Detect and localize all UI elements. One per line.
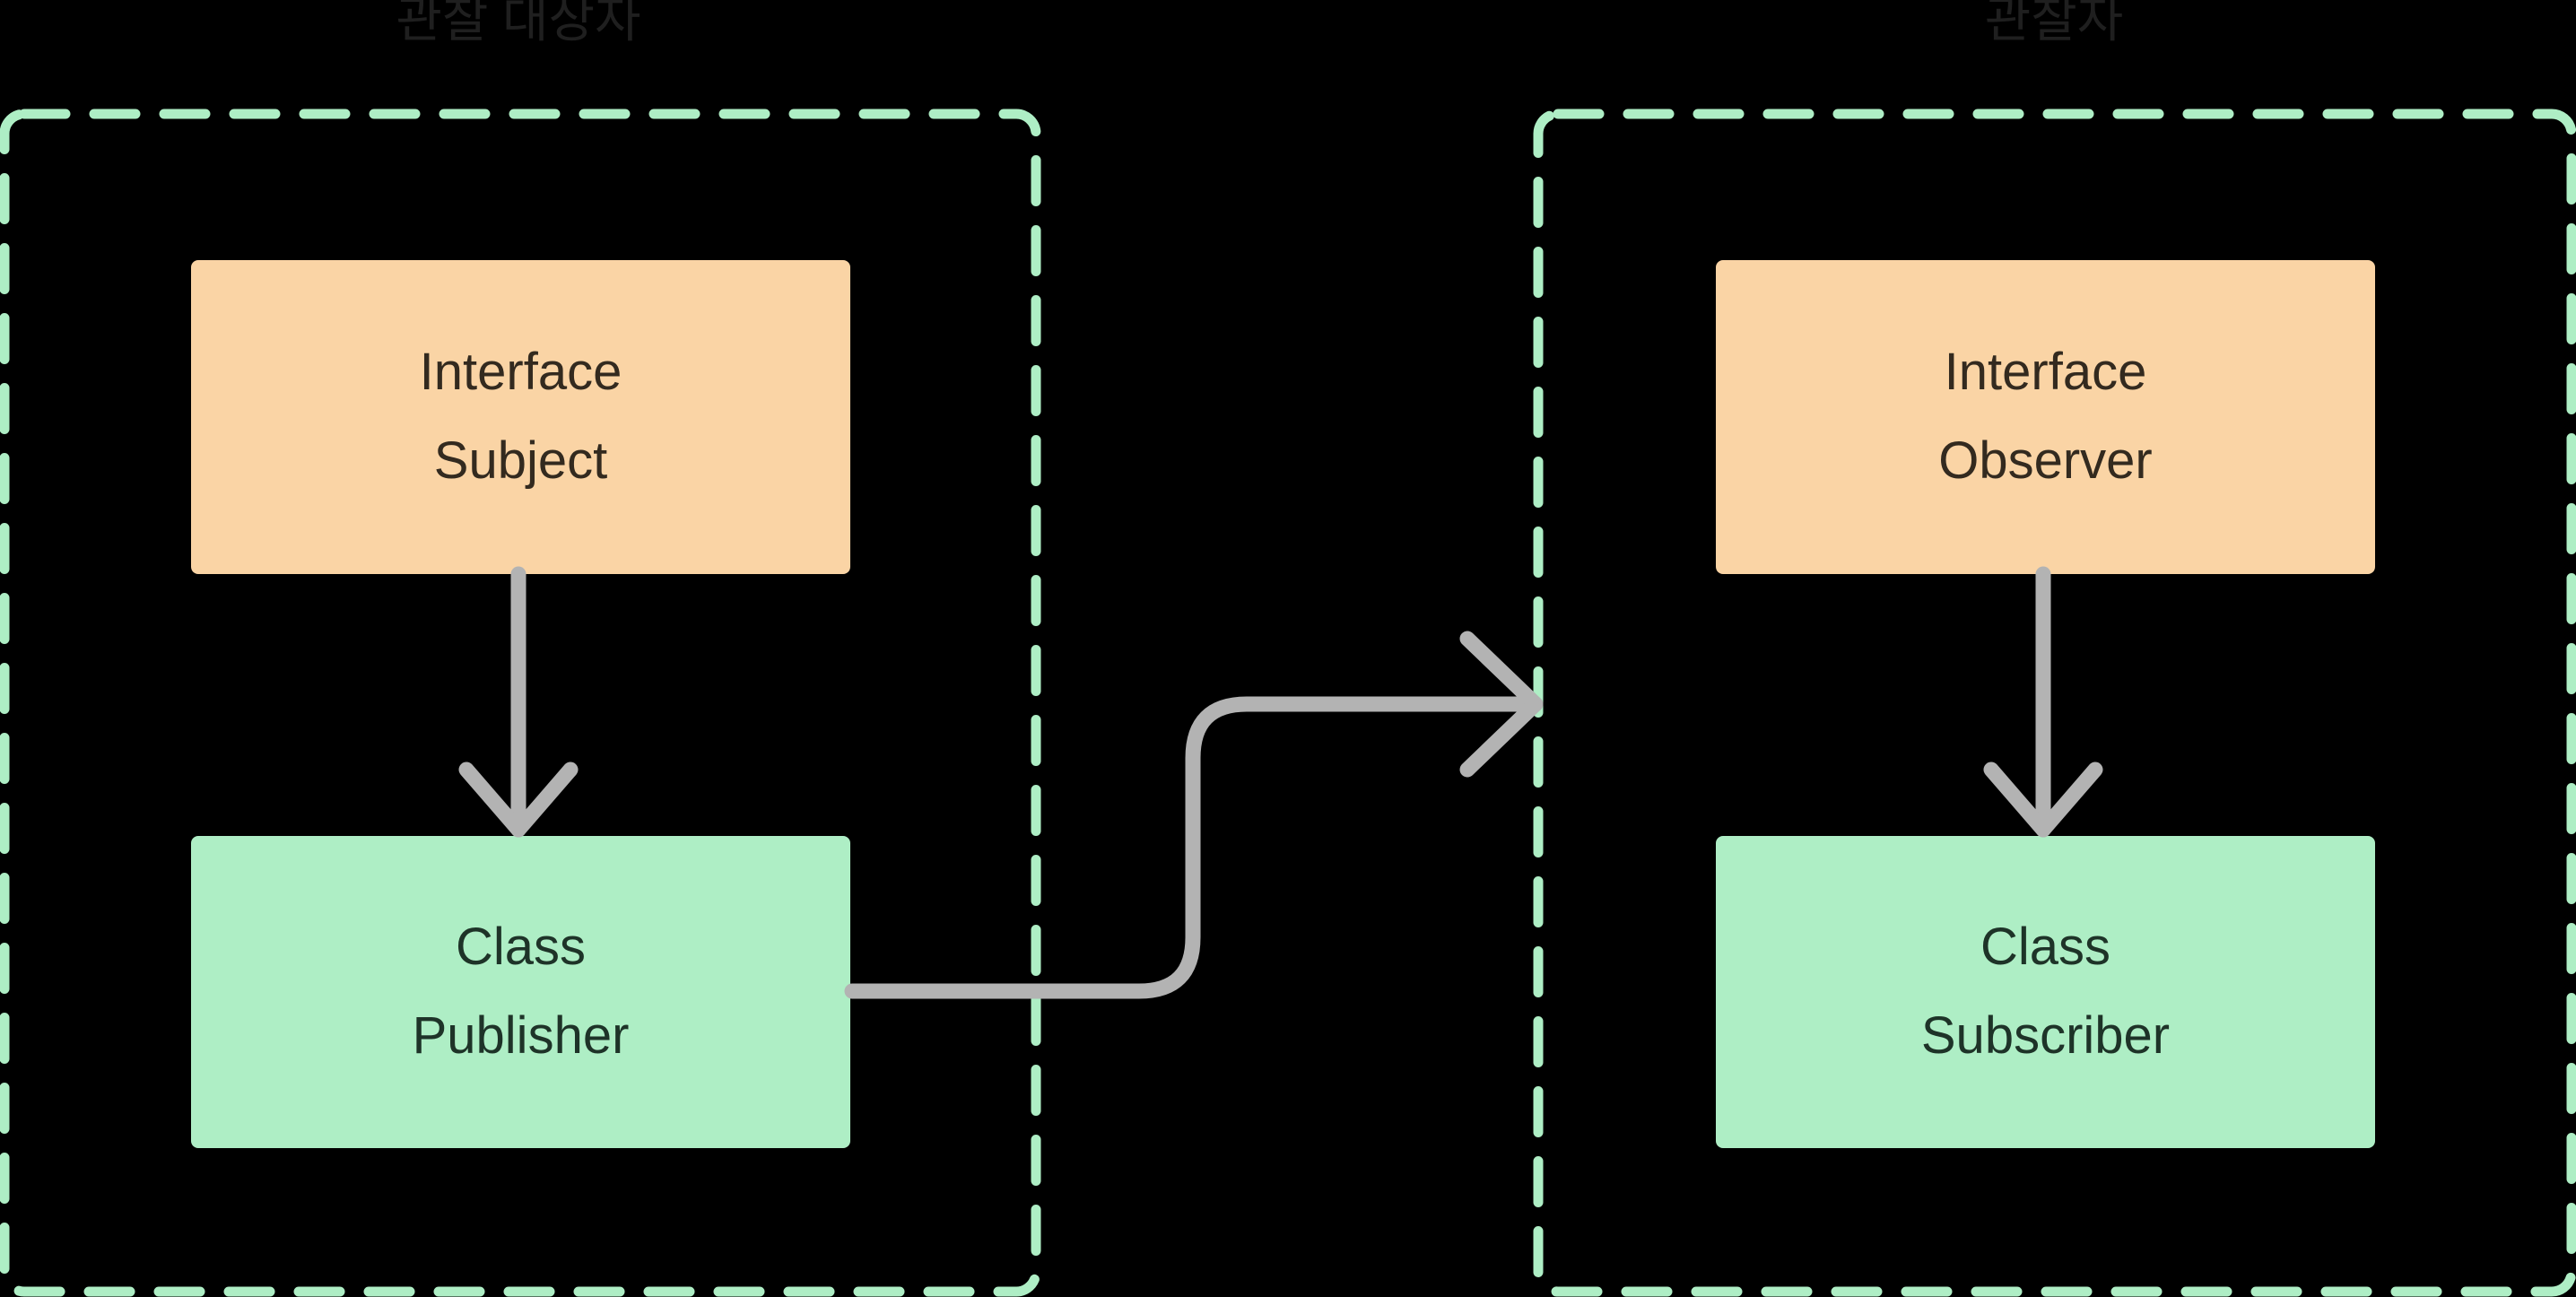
node-line-secondary: Publisher xyxy=(412,1006,630,1065)
node-line-primary: Class xyxy=(455,918,587,977)
group-title-observed-subject: 관찰 대상자 xyxy=(396,0,641,48)
node-interface-observer[interactable]: Interface Observer xyxy=(1716,260,2375,574)
node-line-primary: Interface xyxy=(1944,343,2147,402)
node-line-secondary: Subject xyxy=(433,431,608,490)
node-line-primary: Interface xyxy=(419,343,622,402)
node-interface-subject[interactable]: Interface Subject xyxy=(191,260,850,574)
connector-publisher-to-observer xyxy=(844,631,1544,999)
node-class-subscriber[interactable]: Class Subscriber xyxy=(1716,836,2375,1148)
connector-observer-to-subscriber xyxy=(1983,566,2103,838)
node-line-secondary: Subscriber xyxy=(1920,1006,2171,1065)
node-line-secondary: Observer xyxy=(1938,431,2153,490)
connector-subject-to-publisher xyxy=(458,566,579,838)
node-class-publisher[interactable]: Class Publisher xyxy=(191,836,850,1148)
group-title-observer: 관찰자 xyxy=(1984,0,2124,48)
node-line-primary: Class xyxy=(1980,918,2111,977)
